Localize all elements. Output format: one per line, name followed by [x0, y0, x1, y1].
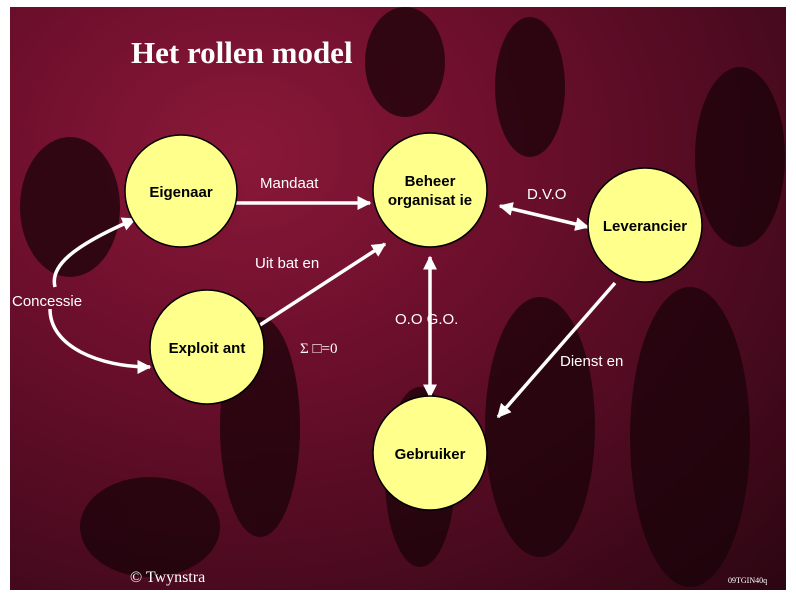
label-concessie: Concessie [12, 293, 82, 310]
arrow-uitbaten [259, 242, 387, 327]
copyright-text: © Twynstra [130, 569, 205, 586]
slide-title: Het rollen model [131, 35, 353, 70]
arrow-concessie-bottom [48, 308, 152, 374]
node-leverancier-label: Leverancier [603, 218, 687, 235]
node-beheer-label-line1: Beheer [405, 173, 456, 190]
label-mandaat: Mandaat [260, 175, 319, 192]
label-uitbaten: Uit bat en [255, 255, 319, 272]
node-gebruiker-label: Gebruiker [395, 446, 466, 463]
arrow-diensten [496, 281, 617, 419]
node-eigenaar-label: Eigenaar [149, 184, 213, 201]
node-exploitant-label: Exploit ant [169, 340, 246, 357]
arrow-dvo [498, 202, 590, 231]
diagram: Het rollen model Eigenaar Beheer organis… [12, 7, 785, 587]
node-eigenaar: Eigenaar [124, 134, 244, 252]
node-gebruiker: Gebruiker [372, 395, 494, 516]
slide: Het rollen model Eigenaar Beheer organis… [10, 7, 786, 590]
arrows [48, 196, 617, 419]
label-oo-go: O.O G.O. [395, 311, 458, 328]
arrow-concessie-top [52, 217, 137, 288]
node-exploitant: Exploit ant [149, 289, 271, 410]
label-sigma: Σ □=0 [300, 341, 338, 357]
node-leverancier: Leverancier [587, 167, 709, 288]
label-dvo: D.V.O [527, 186, 566, 203]
node-beheer-organisatie: Beheer organisat ie [372, 132, 494, 253]
label-diensten: Dienst en [560, 353, 623, 370]
slide-code: 09TGIN40q [728, 576, 767, 585]
node-beheer-label-line2: organisat ie [388, 192, 472, 209]
